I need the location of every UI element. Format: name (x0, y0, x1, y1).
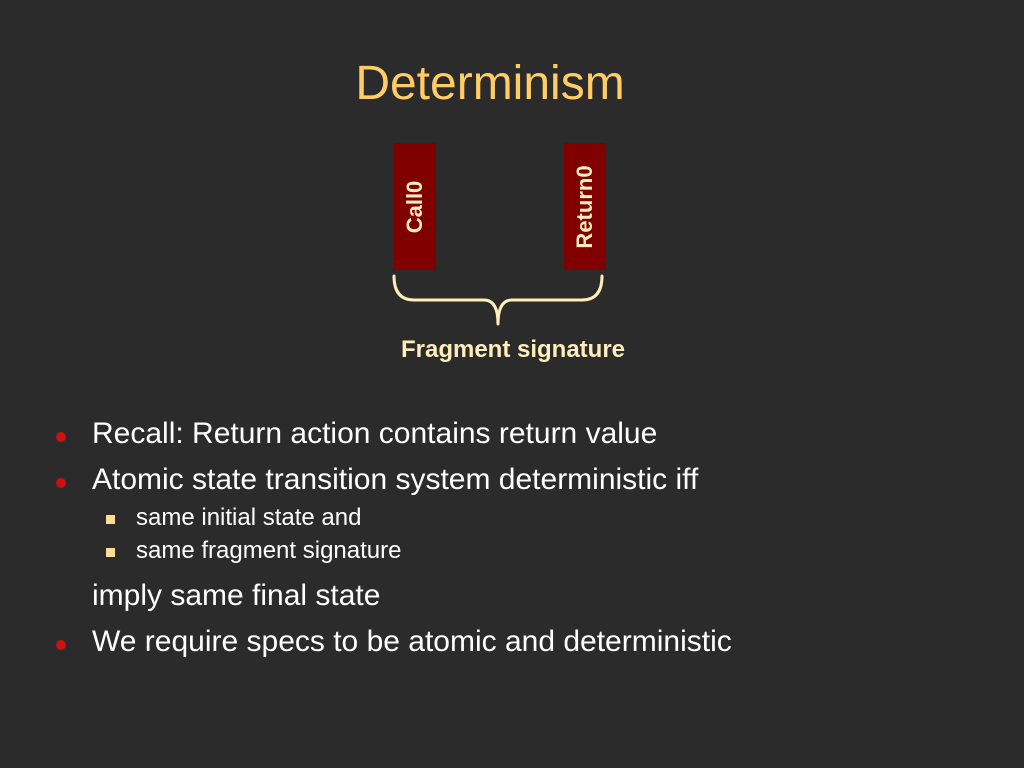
continuation-text: imply same final state (92, 579, 381, 612)
fragment-signature-caption: Fragment signature (400, 336, 626, 363)
bullet-dot-icon (56, 432, 66, 442)
bullet-item: We require specs to be atomic and determ… (92, 625, 732, 658)
sub-bullet-square-icon (106, 515, 115, 524)
bullet-dot-icon (56, 640, 66, 650)
sub-bullet-item: same initial state and (136, 504, 362, 531)
curly-brace (392, 274, 604, 326)
sub-bullet-item: same fragment signature (136, 537, 402, 564)
slide-title: Determinism (355, 57, 625, 110)
bullet-item: Atomic state transition system determini… (92, 463, 699, 496)
call-action-label: Call0 (402, 180, 427, 233)
return-action-box: Return0 (564, 143, 606, 270)
call-action-box: Call0 (394, 143, 436, 270)
return-action-label: Return0 (572, 164, 597, 249)
bullet-dot-icon (56, 478, 66, 488)
sub-bullet-square-icon (106, 548, 115, 557)
bullet-item: Recall: Return action contains return va… (92, 417, 658, 450)
